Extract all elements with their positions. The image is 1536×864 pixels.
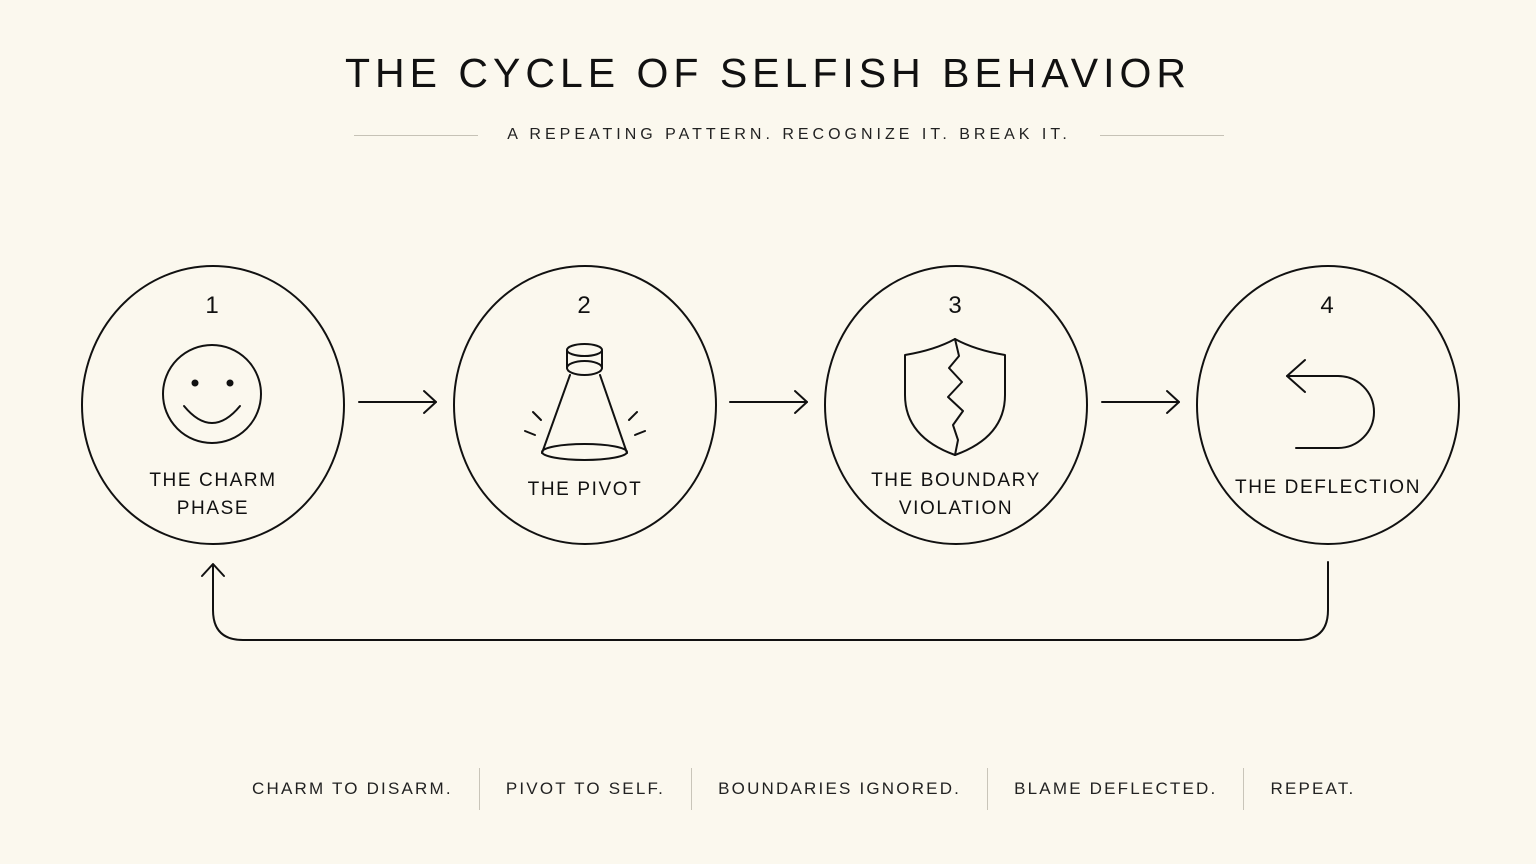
subtitle-rule-right [1100, 134, 1224, 136]
step-1-circle [81, 265, 345, 545]
footer-divider [1243, 768, 1245, 810]
return-arrow-icon [1286, 359, 1375, 449]
arrow-1-to-2 [358, 390, 437, 414]
footer-divider [478, 768, 480, 810]
footer-divider [987, 768, 989, 810]
footer-summary: CHARM TO DISARM. PIVOT TO SELF. BOUNDARI… [226, 766, 1381, 812]
smiley-face-icon [162, 344, 262, 444]
subtitle: A REPEATING PATTERN. RECOGNIZE IT. BREAK… [507, 126, 1071, 143]
cracked-shield-icon [904, 338, 1006, 456]
page-title: THE CYCLE OF SELFISH BEHAVIOR [345, 50, 1191, 96]
step-2-circle [453, 265, 717, 545]
arrow-3-to-4 [1101, 390, 1180, 414]
footer-item-charm: CHARM TO DISARM. [252, 779, 453, 798]
step-4-label: THE DEFLECTION [1234, 477, 1422, 498]
loop-return-arrow [201, 561, 1329, 641]
step-1-number: 1 [205, 292, 219, 319]
arrow-2-to-3 [729, 390, 808, 414]
step-2-number: 2 [577, 292, 591, 319]
step-4-circle [1196, 265, 1460, 545]
subtitle-rule-left [354, 134, 478, 136]
step-1-label: THE CHARM PHASE [149, 470, 277, 519]
footer-divider [691, 768, 693, 810]
step-2-label: THE PIVOT [527, 479, 643, 500]
step-3-circle [824, 265, 1088, 545]
step-3-label: THE BOUNDARY VIOLATION [871, 470, 1041, 519]
footer-item-repeat: REPEAT. [1270, 779, 1356, 798]
footer-item-boundaries: BOUNDARIES IGNORED. [718, 779, 962, 798]
spotlight-icon [524, 343, 646, 461]
step-3-number: 3 [948, 292, 962, 319]
footer-item-pivot: PIVOT TO SELF. [505, 779, 666, 798]
subtitle-row: A REPEATING PATTERN. RECOGNIZE IT. BREAK… [354, 125, 1224, 145]
footer-item-blame: BLAME DEFLECTED. [1014, 779, 1218, 798]
step-4-number: 4 [1320, 292, 1334, 319]
